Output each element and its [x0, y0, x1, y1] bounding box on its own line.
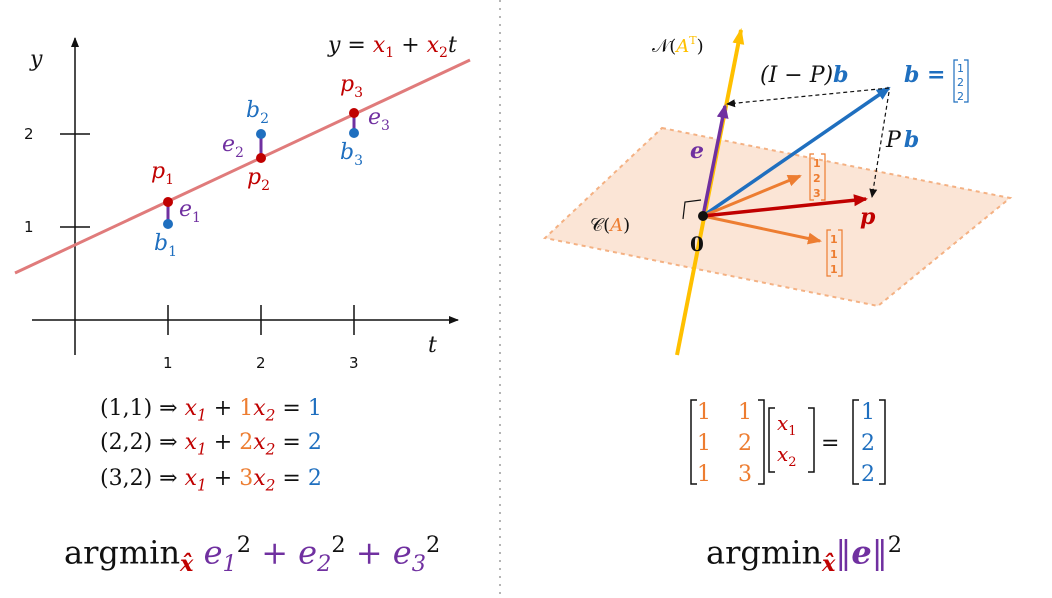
- vector-b: [702, 86, 891, 218]
- point-p3: [349, 108, 359, 118]
- label-b3: b3: [340, 140, 363, 169]
- t-tick-label-3: 3: [349, 354, 359, 372]
- matrix-b-right-bracket: [879, 399, 886, 485]
- point-b1: [163, 219, 173, 229]
- col1-entry-2: 1: [830, 248, 838, 261]
- a-12: 1: [738, 400, 752, 425]
- e-label: e: [690, 138, 704, 164]
- equation-row-1: (1,1) ⇒ x1 + 1x2 = 1: [100, 396, 322, 425]
- equation-row-3: (3,2) ⇒ x1 + 3x2 = 2: [100, 466, 322, 495]
- label-b1: b1: [154, 231, 177, 260]
- b-2: 2: [861, 431, 875, 456]
- equation-row-2: (2,2) ⇒ x1 + 2x2 = 2: [100, 430, 322, 459]
- matrix-equation: 1 1 1 2 1 3 x1 x2 = 1 2 2: [690, 399, 886, 487]
- a-11: 1: [697, 400, 711, 425]
- matrix-b-left-bracket: [852, 399, 859, 485]
- a-31: 1: [697, 462, 711, 487]
- label-e2: e2: [222, 132, 244, 161]
- col1-column-vector: 1 1 1: [826, 229, 843, 277]
- b-equals-label: b =: [904, 62, 945, 88]
- vector-col1: [702, 214, 822, 245]
- point-p2: [256, 153, 266, 163]
- t-axis-label: t: [428, 333, 437, 358]
- x-1: x1: [777, 411, 797, 439]
- col1-entry-1: 1: [830, 233, 838, 246]
- column-space-plane: [542, 126, 1013, 308]
- matrix-x-left-bracket: [768, 407, 775, 473]
- y-tick-label-1: 1: [24, 218, 34, 236]
- vector-e: [701, 104, 729, 217]
- label-p2: p2: [247, 165, 270, 194]
- point-b3: [349, 128, 359, 138]
- b-1: 1: [861, 400, 875, 425]
- nullspace-label: 𝒩(AT): [652, 34, 704, 57]
- p-label: p: [860, 204, 876, 230]
- y-axis-label: y: [29, 47, 43, 72]
- matrix-a-left-bracket: [690, 399, 697, 485]
- dashed-i-minus-p: [726, 87, 890, 108]
- i-minus-p-b-label: (I − P)b: [760, 62, 848, 88]
- t-tick-label-2: 2: [256, 354, 266, 372]
- dashed-pb: [869, 91, 890, 198]
- label-e1: e1: [179, 197, 201, 226]
- b-vec-entry-3: 2: [957, 90, 964, 103]
- col1-entry-3: 1: [830, 263, 838, 276]
- a-21: 1: [697, 431, 711, 456]
- col2-column-vector: 1 2 3: [809, 153, 826, 201]
- origin-point: [698, 211, 708, 221]
- b-3: 2: [861, 462, 875, 487]
- label-e3: e3: [368, 105, 390, 134]
- label-p1: p1: [151, 159, 174, 188]
- b-vec-entry-2: 2: [957, 76, 964, 89]
- col2-entry-3: 3: [813, 187, 821, 200]
- argmin-sum-squares: argminx̂ e12 + e22 + e32: [64, 532, 441, 578]
- b-column-vector: 1 2 2: [953, 59, 969, 103]
- b-vec-entry-1: 1: [957, 62, 964, 75]
- matrix-a-right-bracket: [758, 399, 765, 485]
- line-equation: y = x1 + x2t: [327, 33, 457, 61]
- right-angle-mark: [682, 199, 702, 220]
- label-b2: b2: [246, 98, 269, 127]
- t-tick-label-1: 1: [163, 354, 173, 372]
- matrix-equals: =: [821, 431, 839, 456]
- matrix-x-right-bracket: [808, 407, 815, 473]
- vector-col2: [702, 174, 802, 218]
- point-b2: [256, 129, 266, 139]
- col2-entry-2: 2: [813, 172, 821, 185]
- y-tick-label-2: 2: [24, 125, 34, 143]
- label-p3: p3: [340, 72, 363, 101]
- x-2: x2: [777, 442, 797, 470]
- colspace-label: 𝒞(A): [590, 215, 630, 236]
- origin-label: 0: [690, 232, 704, 256]
- a-22: 2: [738, 431, 752, 456]
- a-32: 3: [738, 462, 752, 487]
- argmin-norm: argminx̂‖e‖2: [706, 532, 903, 578]
- vector-p: [702, 194, 868, 218]
- best-fit-line: [14, 58, 471, 275]
- col2-entry-1: 1: [813, 157, 821, 170]
- point-p1: [163, 197, 173, 207]
